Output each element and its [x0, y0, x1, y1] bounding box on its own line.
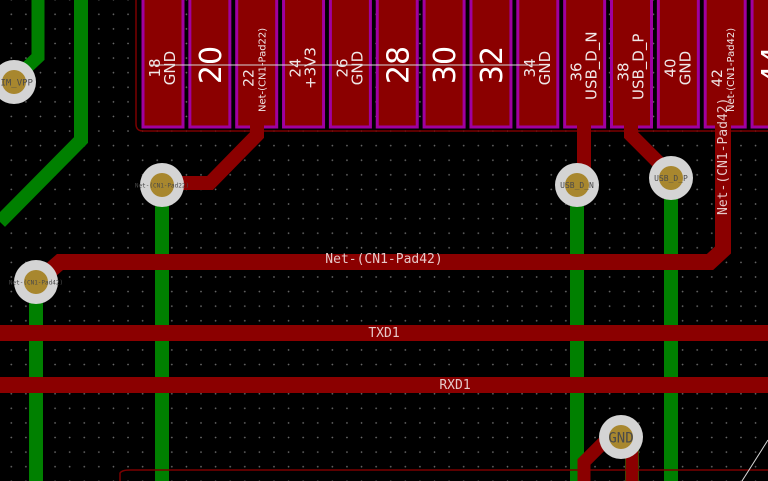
trace-green-diagonal[interactable] [0, 0, 88, 227]
via-net-cn1-pad22-via[interactable]: Net-(CN1-Pad22) [135, 163, 189, 207]
pad-32[interactable]: 32 [469, 0, 513, 129]
pad-shape[interactable] [703, 0, 747, 129]
pad-28[interactable]: 28 [375, 0, 419, 129]
pad-20[interactable]: 20 [188, 0, 232, 129]
via-hole [659, 166, 683, 190]
pad-shape[interactable] [516, 0, 560, 129]
pad-shape[interactable] [328, 0, 372, 129]
pad-net-name: GND [161, 51, 179, 85]
via-hole [2, 70, 26, 94]
pad-number: 26 [333, 58, 351, 77]
via-usb-d-p[interactable]: USB_D_P [649, 156, 693, 200]
via-hole [565, 173, 589, 197]
trace-pad22[interactable] [172, 120, 264, 190]
via-label: USB_D_P [654, 174, 688, 183]
pad-net-name: Net-(CN1-Pad22) [258, 28, 269, 112]
pad-number: 36 [568, 62, 586, 81]
pad-net-name: USB_D_N [583, 31, 602, 100]
pad-net-name: USB_D_P [630, 34, 649, 100]
pad-shape[interactable] [469, 0, 513, 129]
via-hole [24, 270, 48, 294]
via-hole [609, 425, 633, 449]
trace-pad38[interactable] [624, 120, 669, 173]
vias: SIM_VPP Net-(CN1-Pad22) Net-(CN1-Pad42) USB… [0, 60, 693, 459]
pad-24[interactable]: 24+3V3 [282, 0, 326, 129]
via-label: GND [608, 430, 633, 446]
pad-number: 44 [756, 46, 768, 84]
connector-courtyard [119, 0, 768, 481]
via-usb-d-n[interactable]: USB_D_N [555, 163, 599, 207]
pad-shape[interactable] [282, 0, 326, 129]
via-net-cn1-pad42-via[interactable]: Net-(CN1-Pad42) [9, 260, 63, 304]
pad-number: 18 [146, 58, 164, 77]
via-label: SIM_VPP [0, 78, 34, 88]
front-copper-layer [0, 120, 768, 481]
via-hole [150, 173, 174, 197]
trace-sim-vpp[interactable] [17, 0, 45, 77]
via-gnd[interactable]: GND [599, 415, 643, 459]
pad-number: 34 [521, 58, 539, 77]
pad-shape[interactable] [235, 0, 279, 129]
pad-number: 22 [242, 69, 258, 87]
pad-net-name: GND [536, 51, 554, 85]
pad-number: 38 [615, 62, 633, 81]
trace-label-txd1: TXD1 [368, 326, 399, 341]
pad-shape[interactable] [188, 0, 232, 129]
pad-shape[interactable] [422, 0, 466, 129]
pad-30[interactable]: 30 [422, 0, 466, 129]
trace-labels: Net-(CN1-Pad42) Net-(CN1-Pad42) TXD1 RXD… [325, 98, 731, 393]
via-label: Net-(CN1-Pad22) [135, 182, 189, 189]
trace-label-pad42-vertical: Net-(CN1-Pad42) [716, 98, 731, 215]
trace-label-pad42: Net-(CN1-Pad42) [325, 252, 442, 267]
via-sim-vpp[interactable]: SIM_VPP [0, 60, 36, 104]
ratsnest-line-2 [741, 439, 768, 481]
pad-number: 40 [661, 58, 679, 77]
pad-net-name: GND [348, 51, 366, 85]
pad-number: 24 [287, 58, 305, 77]
pad-shape[interactable] [750, 0, 768, 129]
trace-label-rxd1: RXD1 [439, 378, 470, 393]
pad-shape[interactable] [141, 0, 185, 129]
pad-shape[interactable] [656, 0, 700, 129]
pad-shape[interactable] [563, 0, 607, 129]
pad-net-name: +3V3 [302, 47, 320, 89]
trace-pad42-vertical[interactable] [38, 120, 731, 283]
trace-gnd[interactable] [577, 435, 611, 481]
via-label: Net-(CN1-Pad42) [9, 279, 63, 286]
via-label: USB_D_N [560, 181, 594, 190]
pad-net-name: Net-(CN1-Pad42) [726, 28, 737, 112]
pad-44[interactable]: 44 [750, 0, 768, 129]
pad-shape[interactable] [375, 0, 419, 129]
pad-net-name: GND [676, 51, 694, 85]
pad-number: 42 [710, 69, 726, 87]
